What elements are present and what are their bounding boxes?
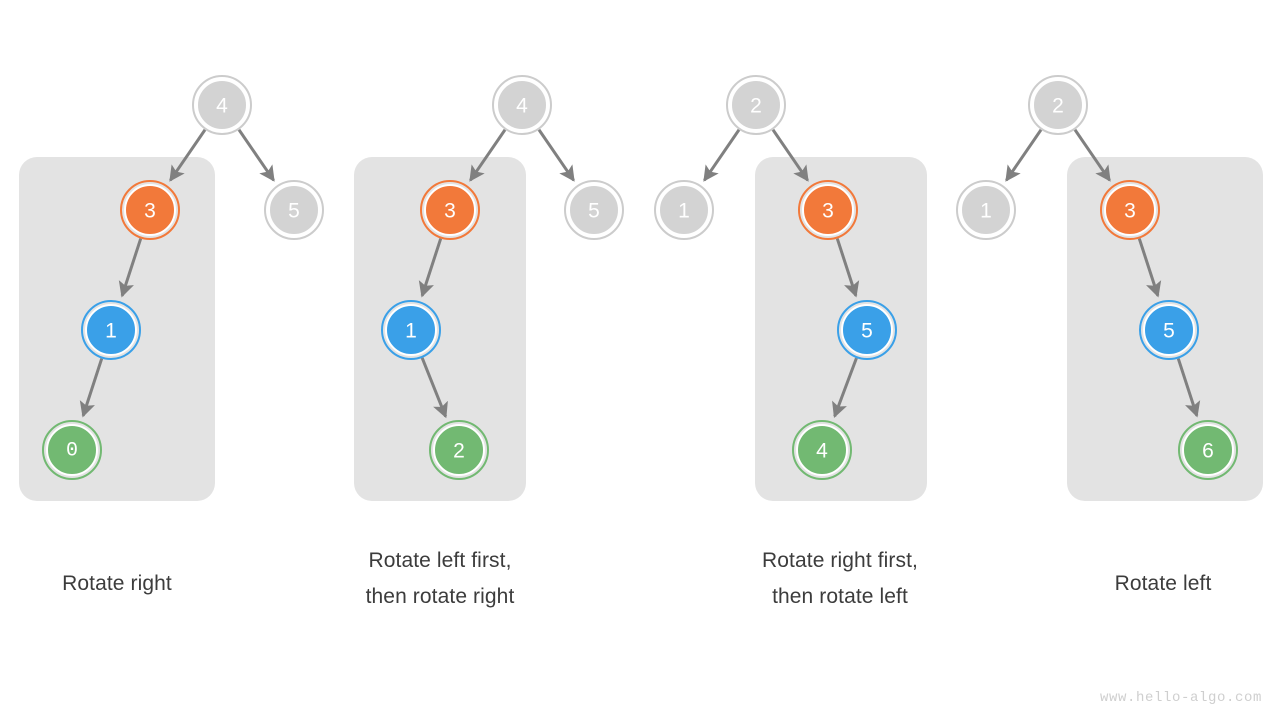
tree-node-5: 5 — [837, 300, 897, 360]
tree-node-4: 4 — [192, 75, 252, 135]
tree-edge-arrow — [835, 238, 860, 298]
watermark-label: www.hello-algo.com — [1099, 690, 1262, 706]
node-circle — [802, 184, 854, 236]
highlight-box — [755, 157, 927, 501]
node-ring — [492, 75, 552, 135]
tree-edge-arrow — [169, 128, 207, 182]
tree-edge-arrow — [418, 238, 443, 298]
tree-node-2: 2 — [726, 75, 786, 135]
tree-edge-arrow — [420, 357, 448, 419]
tree-node-2: 2 — [1028, 75, 1088, 135]
node-circle — [1182, 424, 1234, 476]
tree-edge-arrow — [1073, 128, 1111, 182]
node-circle — [841, 304, 893, 356]
node-circle — [796, 424, 848, 476]
tree-edge-arrow — [771, 128, 809, 182]
node-ring — [264, 180, 324, 240]
tree-node-3: 3 — [420, 180, 480, 240]
node-circle — [46, 424, 98, 476]
node-ring — [1028, 75, 1088, 135]
panel-caption-panel-right-left: Rotate right first, then rotate left — [762, 549, 918, 608]
tree-edge-arrow — [703, 128, 741, 182]
tree-edge-arrow — [1176, 358, 1201, 418]
node-circle — [496, 79, 548, 131]
edges-layer — [79, 128, 1201, 419]
node-ring — [120, 180, 180, 240]
highlight-boxes-layer — [19, 157, 1263, 501]
tree-edge-arrow — [1137, 238, 1162, 298]
node-circle — [1143, 304, 1195, 356]
tree-node-4: 4 — [792, 420, 852, 480]
node-ring — [420, 180, 480, 240]
tree-node-3: 3 — [1100, 180, 1160, 240]
node-circle — [424, 184, 476, 236]
tree-edge-arrow — [1005, 128, 1043, 182]
node-circle — [196, 79, 248, 131]
node-circle — [730, 79, 782, 131]
node-circle — [658, 184, 710, 236]
tree-edge-arrow — [537, 128, 575, 182]
node-circle — [268, 184, 320, 236]
tree-node-3: 3 — [798, 180, 858, 240]
node-circle — [85, 304, 137, 356]
node-ring — [1178, 420, 1238, 480]
node-circle — [1032, 79, 1084, 131]
tree-edge-arrow — [237, 128, 275, 182]
node-ring — [726, 75, 786, 135]
node-ring — [564, 180, 624, 240]
panel-caption-panel-left-right: Rotate left first, then rotate right — [365, 549, 515, 608]
node-ring — [42, 420, 102, 480]
tree-edge-arrow — [469, 128, 507, 182]
node-ring — [837, 300, 897, 360]
node-ring — [792, 420, 852, 480]
tree-node-5: 5 — [1139, 300, 1199, 360]
node-ring — [192, 75, 252, 135]
node-circle — [960, 184, 1012, 236]
node-ring — [956, 180, 1016, 240]
node-ring — [654, 180, 714, 240]
tree-node-1: 1 — [381, 300, 441, 360]
panel-caption-panel-right-right: Rotate left — [1114, 572, 1212, 595]
tree-node-6: 6 — [1178, 420, 1238, 480]
node-ring — [798, 180, 858, 240]
tree-node-4: 4 — [492, 75, 552, 135]
node-ring — [1100, 180, 1160, 240]
tree-node-5: 5 — [264, 180, 324, 240]
node-circle — [568, 184, 620, 236]
tree-node-5: 5 — [564, 180, 624, 240]
tree-node-1: 1 — [956, 180, 1016, 240]
tree-node-0: 0 — [42, 420, 102, 480]
node-ring — [1139, 300, 1199, 360]
tree-edge-arrow — [118, 238, 143, 298]
node-circle — [385, 304, 437, 356]
tree-node-1: 1 — [654, 180, 714, 240]
node-circle — [433, 424, 485, 476]
node-ring — [429, 420, 489, 480]
node-ring — [81, 300, 141, 360]
tree-edge-arrow — [79, 358, 104, 418]
tree-node-2: 2 — [429, 420, 489, 480]
tree-edge-arrow — [832, 357, 858, 418]
node-circle — [124, 184, 176, 236]
node-circle — [1104, 184, 1156, 236]
node-ring — [381, 300, 441, 360]
panel-caption-panel-left-left: Rotate right — [62, 572, 172, 595]
tree-node-1: 1 — [81, 300, 141, 360]
tree-node-3: 3 — [120, 180, 180, 240]
